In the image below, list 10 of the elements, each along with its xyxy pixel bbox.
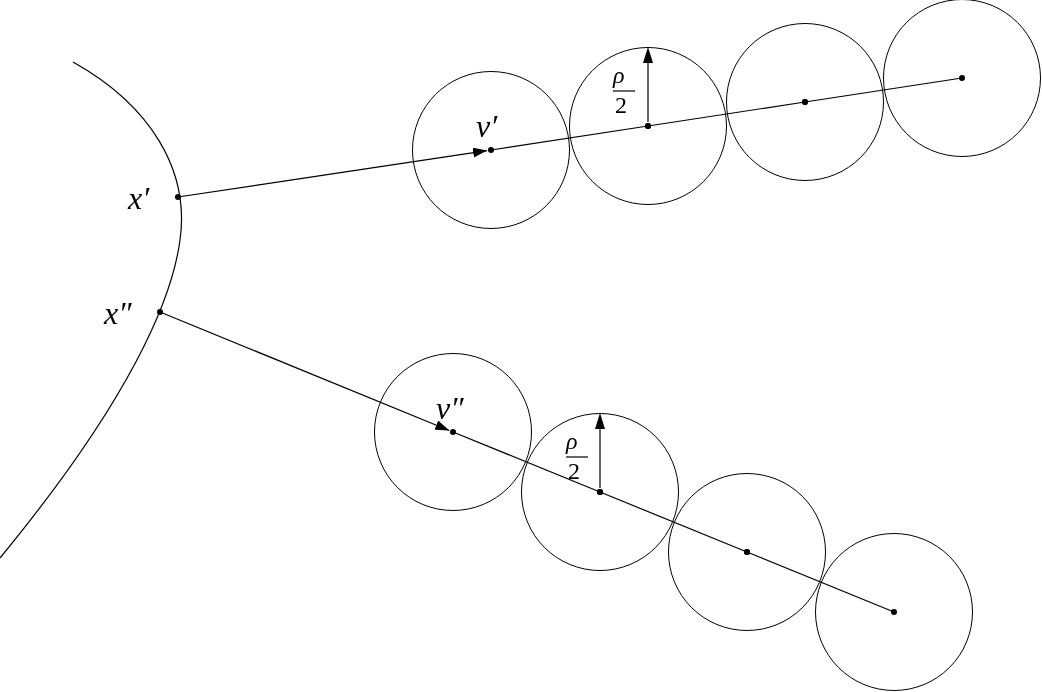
math-symbol: ν′ <box>476 110 498 142</box>
math-symbol: 2 <box>568 459 580 483</box>
line <box>744 549 897 615</box>
point-label: x″ <box>104 297 132 329</box>
math-symbol: ρ <box>566 429 578 453</box>
math-symbol: ρ <box>613 63 625 87</box>
point-label: x′ <box>128 182 150 214</box>
math-symbol: ν″ <box>436 392 464 424</box>
math-symbol: 2 <box>615 93 627 117</box>
line <box>802 75 965 105</box>
